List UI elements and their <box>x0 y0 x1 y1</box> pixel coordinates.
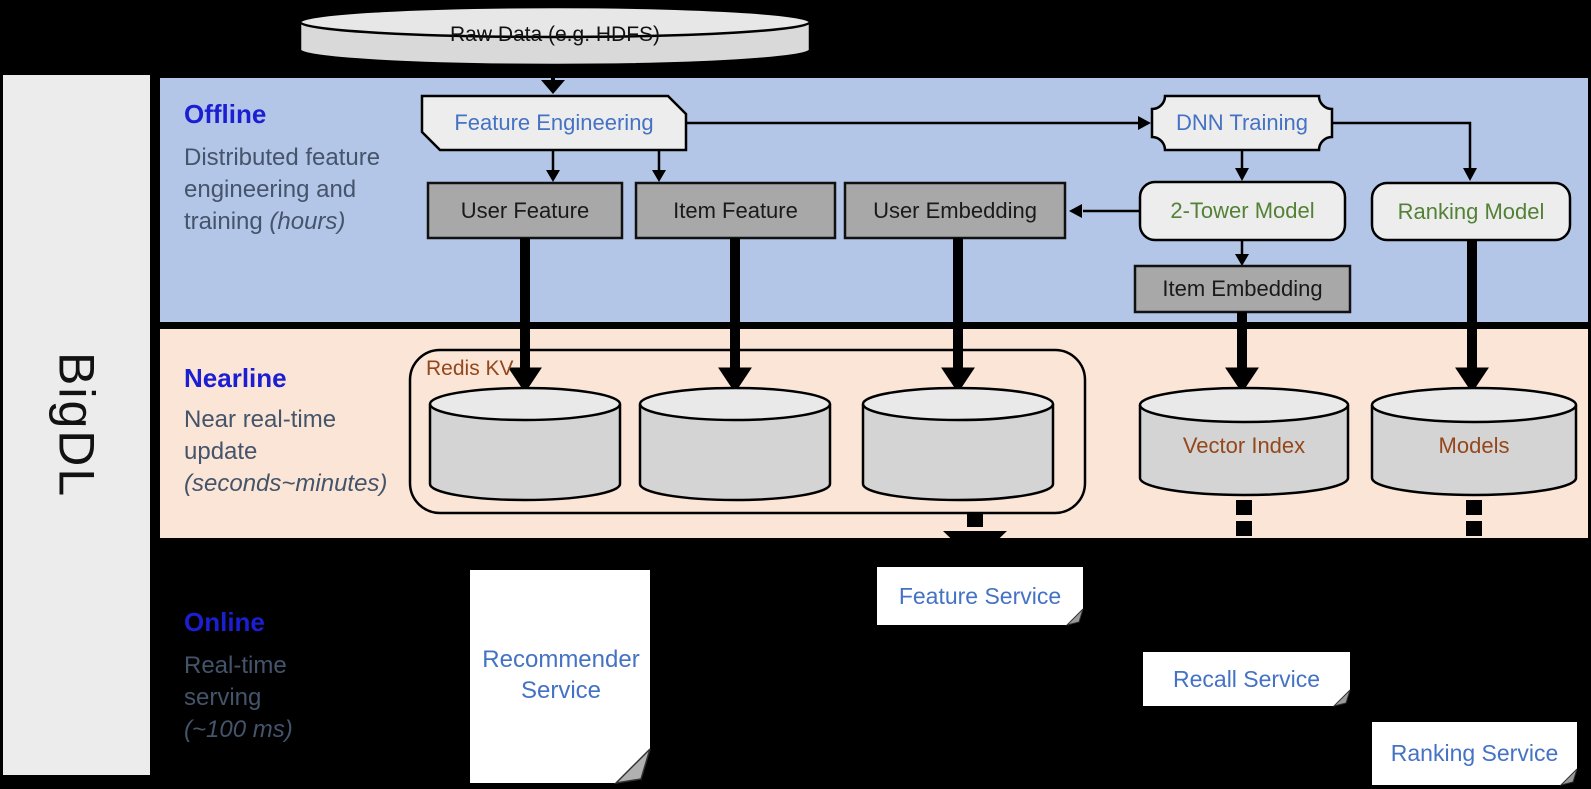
kv-cylinder-2 <box>638 386 832 502</box>
user-embedding-label: User Embedding <box>873 197 1037 223</box>
arrowhead-user-embedding <box>941 367 975 393</box>
arrow-dnn-to-ranking-model <box>1332 121 1477 181</box>
item-feature-label: Item Feature <box>673 197 798 223</box>
arrow-fe-to-item-feature <box>652 150 666 182</box>
arrow-two-tower-to-user-embedding <box>1069 204 1140 218</box>
raw-data-cylinder <box>298 5 812 67</box>
redis-kv-label: Redis KV <box>426 356 514 380</box>
dnn-training-box <box>1150 94 1334 152</box>
arrowhead-vector-index <box>1225 367 1259 393</box>
dnn-training-label: DNN Training <box>1175 110 1309 136</box>
online-section-title: Online <box>184 607 265 638</box>
ranking-model-label: Ranking Model <box>1397 198 1545 224</box>
kv-cylinder-1 <box>428 386 622 502</box>
vector-index-label: Vector Index <box>1182 433 1306 459</box>
arrow-dnn-to-two-tower <box>1235 150 1249 181</box>
vector-index-cylinder <box>1138 386 1350 497</box>
bigdl-sidebar: BigDL <box>3 75 150 775</box>
nearline-desc-text: Near real-time update <box>184 406 337 465</box>
ranking-service-box <box>1372 722 1578 786</box>
ranking-service-label: Ranking Service <box>1390 740 1559 767</box>
raw-data-label: Raw Data (e.g. HDFS) <box>449 22 661 46</box>
online-section-desc: Real-time serving (~100 ms) <box>184 650 309 760</box>
feature-service-box <box>877 567 1084 626</box>
arrow-fe-to-user-feature <box>546 150 560 182</box>
user-feature-box <box>426 181 624 240</box>
item-embedding-label: Item Embedding <box>1162 276 1323 302</box>
arrow-two-tower-to-item-embedding <box>1235 240 1249 266</box>
nearline-section-desc: Near real-time update (seconds~minutes) <box>184 404 389 514</box>
feature-service-label: Feature Service <box>898 582 1062 609</box>
offline-section-title: Offline <box>184 99 267 130</box>
dashed-models-to-ranking <box>1466 500 1482 536</box>
feature-engineering-label: Feature Engineering <box>454 110 654 136</box>
online-desc-italic: (~100 ms) <box>184 715 293 743</box>
arrowhead-item-feature <box>718 367 752 393</box>
arrowhead-models <box>1455 367 1489 393</box>
user-feature-label: User Feature <box>460 197 590 223</box>
models-label: Models <box>1438 433 1510 459</box>
recall-service-box <box>1143 652 1351 707</box>
kv-cylinder-3 <box>861 386 1055 502</box>
recommender-service-label: Recommender Service <box>482 645 640 704</box>
dashed-vector-index-to-recall <box>1236 500 1252 536</box>
thick-arrows <box>508 238 1489 393</box>
offline-desc-text: Distributed feature engineering and trai… <box>184 144 381 235</box>
offline-section-desc: Distributed feature engineering and trai… <box>184 142 394 282</box>
arrow-fe-to-dnn <box>686 116 1151 130</box>
arrow-rawdata-to-fe <box>541 65 565 94</box>
arrow-kv-to-feature-service <box>943 513 1007 552</box>
nearline-desc-italic: (seconds~minutes) <box>184 469 388 497</box>
models-cylinder <box>1370 386 1578 497</box>
redis-kv-container <box>408 348 1087 515</box>
online-desc-text: Real-time serving <box>184 652 287 711</box>
nearline-section-title: Nearline <box>184 363 287 394</box>
offline-desc-italic: (hours) <box>269 207 346 235</box>
feature-engineering-box <box>420 94 688 152</box>
recommender-service-doc <box>470 570 651 785</box>
recall-service-label: Recall Service <box>1173 665 1320 692</box>
arrowhead-user-feature <box>508 367 542 393</box>
bigdl-brand-label: BigDL <box>48 351 105 499</box>
two-tower-model-label: 2-Tower Model <box>1170 198 1315 224</box>
